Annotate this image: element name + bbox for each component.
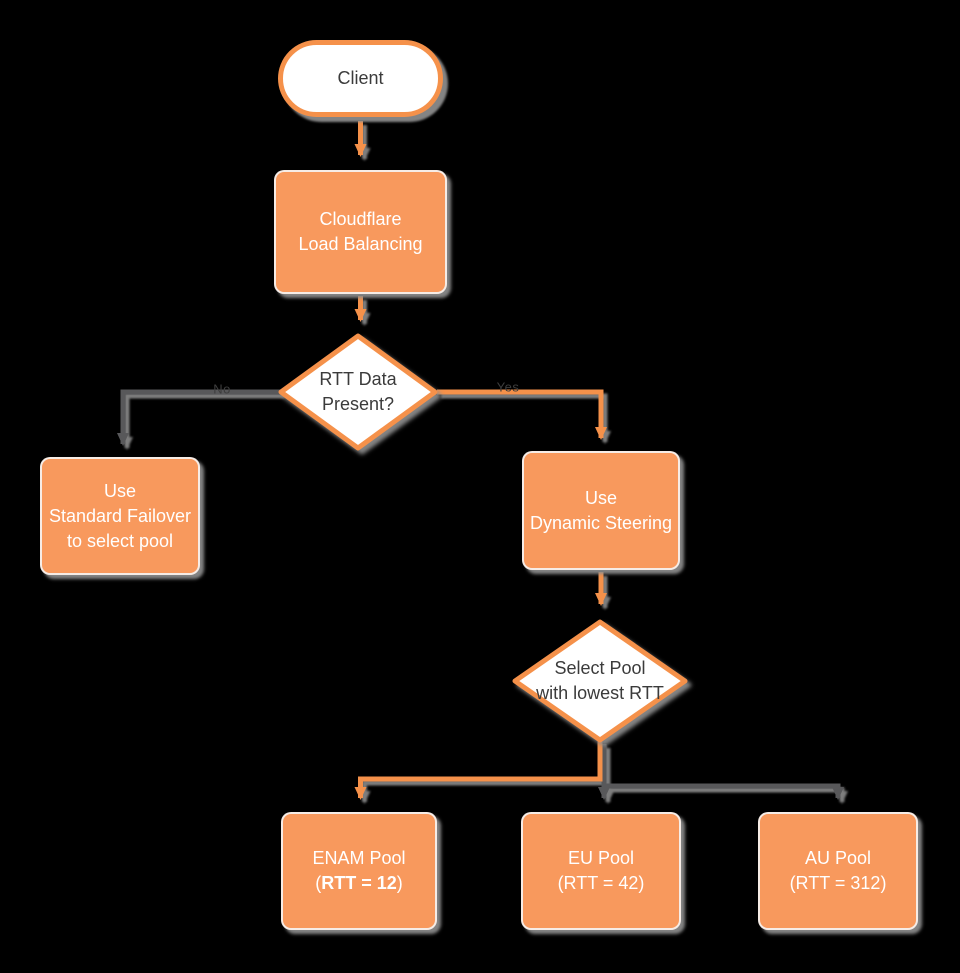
node-dynamic-steering-line1: Use — [584, 487, 617, 508]
node-load-balancer: Cloudflare Load Balancing — [274, 170, 447, 294]
edge-pool-decision-to-enam — [354, 741, 603, 800]
node-pool-decision: Select Pool with lowest RTT — [512, 619, 688, 743]
enam-rtt-value: RTT = 12 — [321, 873, 397, 893]
node-pool-decision-line1: Select Pool — [554, 658, 646, 678]
node-dynamic-steering: Use Dynamic Steering — [522, 451, 680, 570]
node-enam-pool: ENAM Pool (RTT = 12) — [281, 812, 437, 930]
node-eu-pool-line1: EU Pool — [567, 848, 635, 868]
node-standard-failover-line3: to select pool — [66, 530, 174, 551]
node-rtt-decision-line2: Present? — [321, 394, 395, 414]
node-pool-decision-shape — [512, 619, 688, 743]
node-eu-pool-line2: (RTT = 42) — [557, 873, 645, 893]
edge-pool-decision-to-au — [604, 783, 844, 800]
node-load-balancer-line2: Load Balancing — [298, 234, 423, 254]
node-enam-pool-line1: ENAM Pool — [312, 848, 406, 868]
node-load-balancer-line1: Cloudflare — [319, 209, 402, 229]
node-eu-pool: EU Pool (RTT = 42) — [521, 812, 681, 930]
node-standard-failover-line1: Use — [103, 480, 136, 501]
node-au-pool: AU Pool (RTT = 312) — [758, 812, 918, 930]
node-rtt-decision-shape — [278, 333, 438, 451]
node-pool-decision-line2: with lowest RTT — [536, 683, 664, 703]
node-client: Client — [278, 40, 443, 117]
node-au-pool-line2: (RTT = 312) — [789, 873, 887, 893]
enam-rtt-open: ( — [315, 873, 322, 893]
edge-label-yes: Yes — [496, 379, 520, 395]
node-client-label: Client — [337, 68, 384, 88]
node-dynamic-steering-line2: Dynamic Steering — [529, 512, 673, 533]
node-au-pool-line1: AU Pool — [804, 848, 872, 868]
node-rtt-decision-line1: RTT Data — [319, 369, 397, 389]
node-standard-failover: Use Standard Failover to select pool — [40, 457, 200, 575]
edge-no-to-standard-failover — [117, 389, 281, 446]
node-rtt-decision: RTT Data Present? — [278, 333, 438, 451]
edge-yes-to-dynamic-steering — [437, 389, 607, 440]
enam-rtt-close: ) — [396, 873, 403, 893]
node-standard-failover-line2: Standard Failover — [48, 505, 192, 526]
edge-label-no: No — [213, 381, 231, 397]
node-enam-pool-line2: (RTT = 12) — [315, 871, 403, 896]
